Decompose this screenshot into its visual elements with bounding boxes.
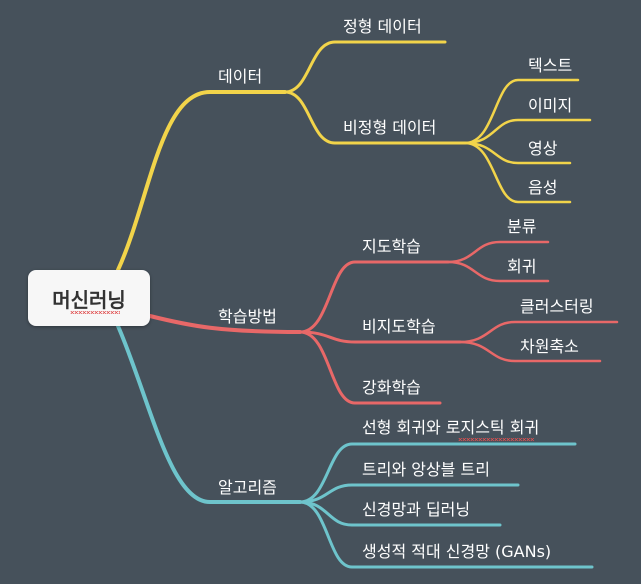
connector-method-unsupervised — [298, 330, 462, 344]
connector-unstructured-text — [463, 78, 580, 145]
connector-unsupervised-dimred — [458, 340, 602, 363]
node-video[interactable]: 영상 — [528, 139, 558, 158]
connector-data-structured — [283, 40, 447, 94]
connector-root-method — [148, 314, 302, 334]
connector-method-reinforcement — [298, 330, 442, 405]
connector-algo-linear — [298, 442, 577, 504]
node-audio[interactable]: 음성 — [528, 178, 558, 197]
node-linear-logistic[interactable]: 선형 회귀와 로지스틱 회귀 — [362, 418, 540, 437]
node-reinforcement[interactable]: 강화학습 — [362, 378, 421, 397]
node-neural-network[interactable]: 신경망과 딥러닝 — [362, 500, 471, 519]
connector-unstructured-image — [463, 118, 592, 145]
connector-supervised-classification — [446, 240, 550, 264]
branch-data-label[interactable]: 데이터 — [218, 67, 263, 86]
connector-unsupervised-clustering — [458, 320, 619, 344]
node-clustering[interactable]: 클러스터링 — [520, 297, 594, 316]
connector-algo-gan — [298, 500, 594, 569]
root-label: 머신러닝 — [52, 288, 126, 312]
node-structured-data[interactable]: 정형 데이터 — [343, 17, 422, 36]
branch-algo-label[interactable]: 알고리즘 — [218, 478, 277, 497]
node-regression[interactable]: 회귀 — [507, 257, 537, 276]
branch-method-label[interactable]: 학습방법 — [218, 307, 277, 326]
spellcheck-underline — [70, 311, 120, 314]
spellcheck-underline — [458, 438, 534, 441]
node-image[interactable]: 이미지 — [528, 96, 573, 115]
connector-root-algo — [116, 324, 302, 504]
connector-unstructured-audio — [463, 141, 572, 204]
connector-data-unstructured — [283, 90, 467, 145]
connector-method-supervised — [298, 260, 450, 334]
node-classification[interactable]: 분류 — [507, 217, 537, 236]
node-unsupervised[interactable]: 비지도학습 — [362, 317, 436, 336]
node-gan[interactable]: 생성적 적대 신경망 (GANs) — [362, 542, 552, 561]
node-tree-ensemble[interactable]: 트리와 앙상블 트리 — [362, 460, 490, 479]
connector-supervised-regression — [446, 260, 550, 283]
node-text[interactable]: 텍스트 — [528, 56, 573, 75]
node-unstructured-data[interactable]: 비정형 데이터 — [343, 118, 437, 137]
connector-root-data — [116, 90, 287, 272]
node-dimred[interactable]: 차원축소 — [520, 337, 579, 356]
node-supervised[interactable]: 지도학습 — [362, 237, 421, 256]
root-node[interactable]: 머신러닝 — [28, 270, 150, 326]
